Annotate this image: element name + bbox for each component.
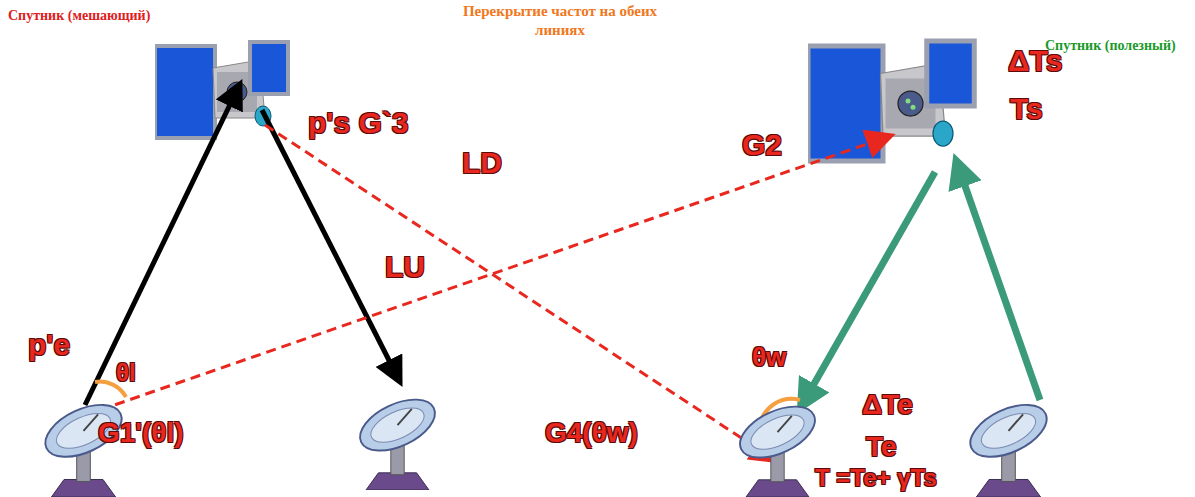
temperature-label: ΔTe bbox=[862, 390, 913, 421]
temperature-label: Ts bbox=[1010, 92, 1043, 125]
power-label: p'e bbox=[28, 328, 70, 361]
loss-label: LD bbox=[462, 146, 502, 179]
angle-label: θw bbox=[752, 343, 786, 372]
temperature-label: Te bbox=[866, 432, 897, 463]
gain-label: G4(θw) bbox=[545, 418, 638, 449]
diagram-title: Перекрытие частот на обеих линиях bbox=[450, 2, 670, 40]
satellite-caption: Спутник (мешающий) bbox=[8, 8, 150, 25]
signal-label: p's G`3 bbox=[308, 106, 409, 139]
gain-label: G1'(θl) bbox=[98, 418, 184, 449]
loss-label: LU bbox=[385, 250, 425, 283]
satellite-caption: Спутник (полезный) bbox=[1045, 38, 1176, 55]
temperature-label: ΔTs bbox=[1008, 44, 1062, 77]
angle-label: θl bbox=[116, 360, 136, 386]
noise-formula: T =Te+ γTs bbox=[812, 465, 940, 491]
gain-label: G2 bbox=[742, 128, 782, 161]
